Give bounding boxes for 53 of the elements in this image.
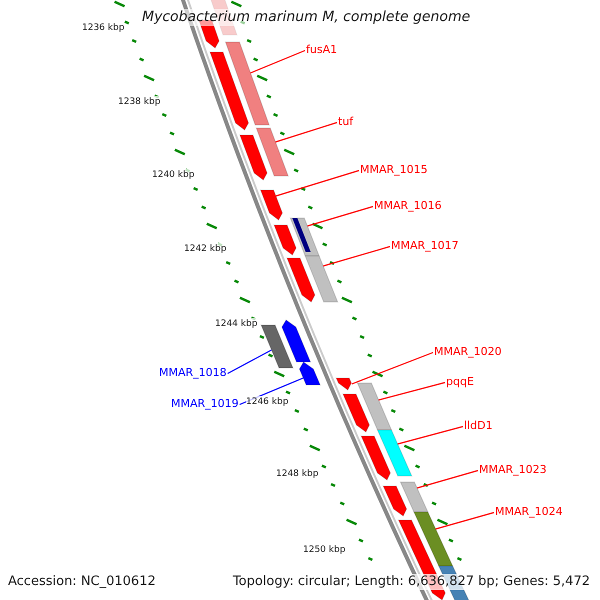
gene-bar	[224, 42, 270, 126]
gene-glyph	[239, 134, 268, 181]
leader-line	[378, 382, 446, 401]
gene-bar	[260, 324, 294, 368]
gene-label: lldD1	[464, 419, 493, 432]
leader-line	[276, 170, 360, 197]
gene-glyph	[360, 436, 391, 481]
gene-label: MMAR_1023	[479, 463, 547, 476]
gene-glyph	[298, 361, 321, 386]
gene-bar	[413, 512, 454, 566]
gene-glyph	[209, 52, 250, 131]
gene-label: tuf	[338, 115, 354, 128]
gene-label: MMAR_1019	[171, 397, 239, 410]
scale-label: 1240 kbp	[152, 169, 194, 182]
gene-label: MMAR_1015	[360, 163, 428, 176]
gene-bar	[304, 256, 338, 302]
gene-glyph	[286, 258, 316, 303]
gene-glyph	[382, 486, 408, 517]
gene-bar	[376, 430, 413, 476]
scale-label: 1250 kbp	[303, 544, 346, 557]
gene-label: MMAR_1024	[495, 505, 563, 518]
gene-label: MMAR_1016	[374, 199, 442, 212]
leader-line	[352, 352, 434, 385]
title: Mycobacterium marinum M, complete genome	[142, 9, 470, 26]
scale-label: 1238 kbp	[118, 96, 160, 109]
gene-glyph	[281, 319, 312, 362]
leader-line	[275, 122, 338, 143]
accession-text: Accession: NC_010612	[8, 574, 156, 590]
leader-line	[323, 246, 390, 267]
gene-label: MMAR_1020	[434, 345, 502, 358]
scale-label: 1242 kbp	[184, 243, 226, 256]
leader-line	[416, 470, 478, 489]
gene-glyph	[335, 378, 352, 391]
gene-glyph	[273, 224, 297, 256]
gene-bar	[256, 128, 289, 176]
scale-label: 1248 kbp	[276, 468, 318, 481]
gene-label: MMAR_1018	[159, 366, 227, 379]
gene-glyph	[342, 394, 370, 433]
gene-label: pqqE	[446, 375, 474, 388]
genome-info-text: Topology: circular; Length: 6,636,827 bp; Genes: 5,472	[232, 574, 590, 590]
gene-label: fusA1	[306, 43, 338, 56]
gene-label: MMAR_1017	[391, 239, 459, 252]
leader-line	[250, 50, 306, 74]
leader-line	[397, 426, 464, 445]
scale-label: 1236 kbp	[82, 22, 124, 35]
gene-bar	[356, 382, 392, 430]
scale-label: 1244 kbp	[215, 318, 258, 331]
gene-bar	[400, 482, 429, 512]
leader-line	[227, 349, 272, 374]
gene-glyph	[260, 190, 283, 221]
leader-line	[307, 206, 374, 227]
leader-line	[435, 512, 494, 530]
scale-label: 1246 kbp	[246, 396, 288, 409]
